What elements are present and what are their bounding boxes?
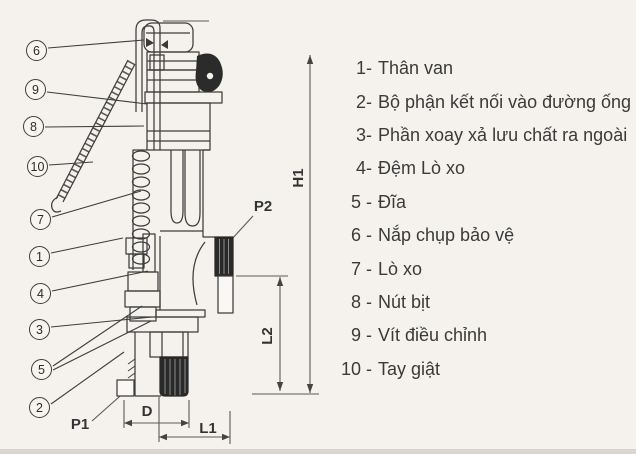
legend-item-label: Tay giật: [378, 358, 441, 379]
callout-leaders: [44, 39, 153, 405]
legend-item-number: 9 -: [350, 325, 372, 346]
callout-4: 4: [30, 283, 51, 304]
legend-item-number: 6 -: [350, 225, 372, 246]
legend-item-2: 2- Bộ phận kết nối vào đường ống: [332, 85, 634, 118]
dim-label-d: D: [141, 403, 153, 420]
callout-3: 3: [29, 319, 50, 340]
legend-item-label: Nắp chụp bảo vệ: [378, 225, 515, 246]
valve-body: [51, 19, 234, 397]
bottom-edge-strip: [0, 449, 636, 454]
legend-item-3: 3- Phần xoay xả lưu chất ra ngoài: [332, 119, 634, 152]
legend-item-6: 6 - Nắp chụp bảo vệ: [332, 219, 634, 252]
dim-label-l1: L1: [199, 420, 217, 437]
legend-item-number: 1-: [355, 58, 372, 79]
legend-item-8: 8 - Nút bịt: [332, 286, 634, 319]
legend-item-label: Bộ phận kết nối vào đường ống: [378, 91, 632, 112]
legend-item-number: 8 -: [350, 291, 372, 312]
callout-8: 8: [23, 116, 44, 137]
legend-item-number: 2-: [355, 91, 372, 112]
dim-label-h1: H1: [290, 168, 307, 188]
legend-item-label: Vít điều chỉnh: [378, 325, 488, 346]
legend-item-number: 7 -: [350, 258, 372, 279]
parts-legend: 1- Thân van 2- Bộ phận kết nối vào đường…: [332, 52, 634, 386]
legend-item-label: Đệm Lò xo: [378, 158, 466, 179]
dim-label-p1: P1: [70, 416, 90, 433]
legend-item-number: 5 -: [350, 191, 372, 212]
legend-item-4: 4- Đệm Lò xo: [332, 152, 634, 185]
legend-item-label: Lò xo: [378, 258, 423, 279]
legend-item-7: 7 - Lò xo: [332, 252, 634, 285]
callout-2: 2: [29, 397, 50, 418]
legend-item-label: Thân van: [378, 58, 454, 79]
legend-item-number: 10 -: [340, 358, 372, 379]
legend-item-9: 9 - Vít điều chỉnh: [332, 319, 634, 352]
callout-1: 1: [29, 246, 50, 267]
dim-label-l2: L2: [259, 327, 276, 345]
callout-7: 7: [30, 209, 51, 230]
legend-item-label: Nút bịt: [378, 291, 431, 312]
legend-item-number: 3-: [355, 124, 372, 145]
callout-5: 5: [31, 359, 52, 380]
callout-10: 10: [27, 156, 48, 177]
dimension-lines: [91, 20, 319, 444]
legend-item-1: 1- Thân van: [332, 52, 634, 85]
legend-item-label: Phần xoay xả lưu chất ra ngoài: [378, 124, 628, 145]
dimension-arrowheads: [124, 55, 314, 441]
callout-9: 9: [25, 79, 46, 100]
legend-item-number: 4-: [355, 158, 372, 179]
legend-item-label: Đĩa: [378, 191, 407, 212]
legend-item-10: 10 - Tay giật: [332, 353, 634, 386]
valve-technical-drawing: [44, 19, 319, 444]
dim-label-p2: P2: [253, 198, 273, 215]
callout-6: 6: [26, 40, 47, 61]
legend-item-5: 5 - Đĩa: [332, 186, 634, 219]
